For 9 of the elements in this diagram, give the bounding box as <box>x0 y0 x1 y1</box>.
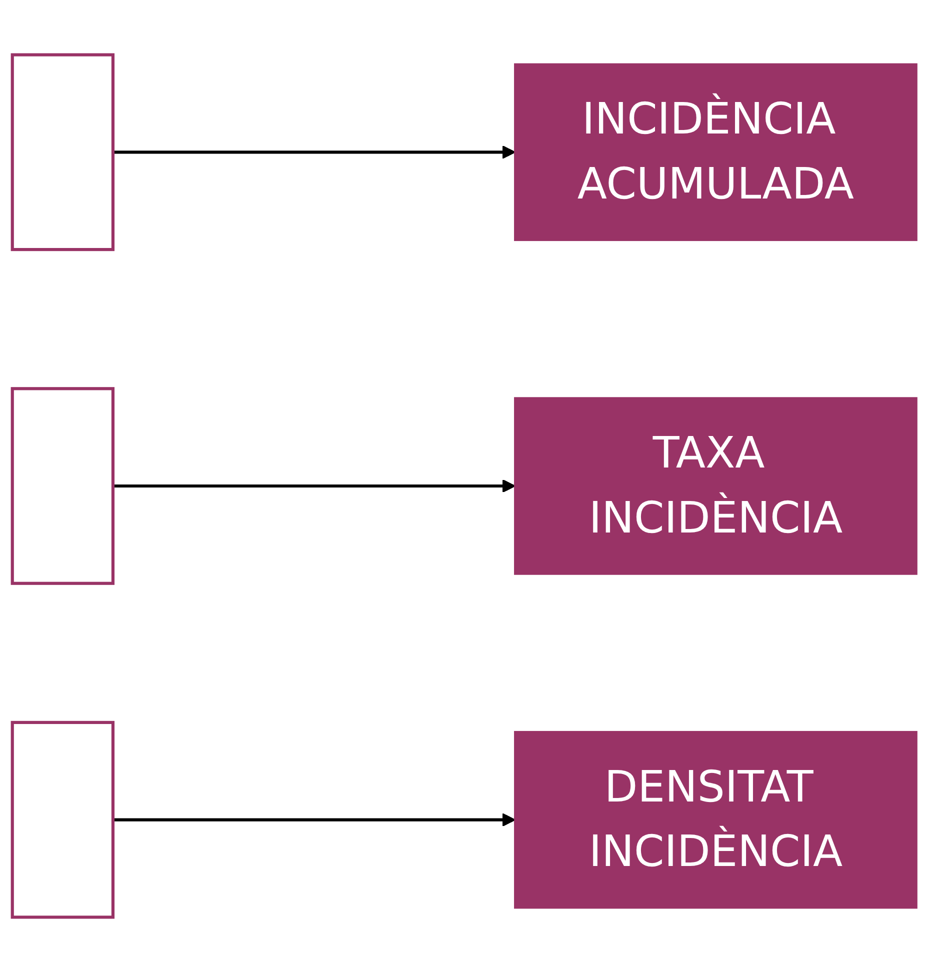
node-box <box>10 53 115 252</box>
node-box: TAXA INCIDÈNCIA <box>514 397 918 575</box>
node-box: INCIDÈNCIA ACUMULADA <box>514 63 918 242</box>
arrow <box>112 145 516 159</box>
arrow <box>112 813 516 827</box>
node-box: DENSITAT INCIDÈNCIA <box>514 730 918 909</box>
node-box <box>10 387 115 585</box>
node-box <box>10 720 115 919</box>
arrow <box>112 479 516 493</box>
